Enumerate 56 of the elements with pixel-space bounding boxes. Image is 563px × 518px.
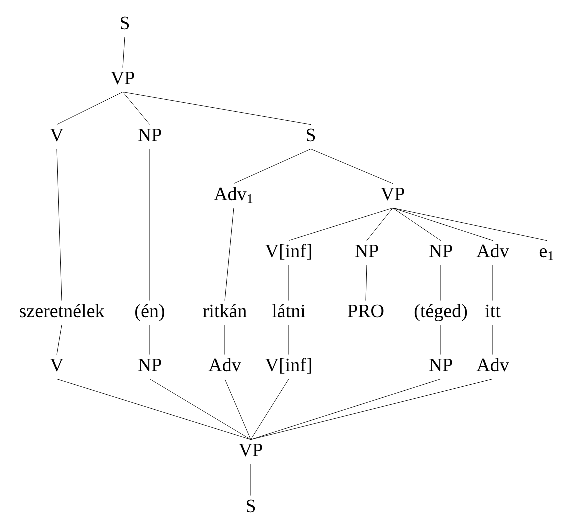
tree-branch — [224, 208, 234, 302]
tree-branch — [122, 92, 150, 126]
tree-label: ritkán — [203, 304, 247, 318]
tree-branch — [366, 264, 368, 302]
tree-branch — [122, 36, 126, 68]
tree-label: VP — [239, 444, 262, 457]
tree-branch — [492, 324, 494, 356]
tree-label: szeretnélek — [20, 304, 105, 318]
tree-label: NP — [429, 244, 452, 258]
tree-branch — [150, 378, 252, 440]
tree-branch — [440, 324, 442, 356]
tree-label: NP — [355, 244, 378, 258]
tree-label: NP — [429, 358, 452, 372]
tree-branch — [56, 148, 62, 302]
tree-branch — [224, 324, 226, 356]
tree-branch — [56, 324, 62, 356]
tree-branch — [392, 208, 442, 242]
tree-label: S — [307, 128, 316, 142]
tree-label: (én) — [136, 304, 164, 322]
tree-branch — [234, 148, 312, 184]
tree-label: Adv$_{1}$ — [214, 187, 253, 204]
tree-label: VP — [381, 188, 404, 201]
tree-label: V — [50, 128, 64, 142]
tree-branch — [310, 148, 394, 184]
tree-label: V — [50, 358, 64, 372]
tree-label: NP — [138, 358, 162, 372]
tree-branch — [250, 464, 252, 496]
tree-branch — [492, 264, 494, 302]
tree-branch — [288, 264, 290, 302]
tree-branch — [366, 208, 394, 242]
tree-branch — [250, 378, 290, 440]
tree-branch — [250, 378, 494, 440]
tree-branch — [392, 208, 548, 242]
tree-label: S — [247, 500, 256, 513]
tree-label: itt — [485, 304, 501, 318]
tree-label: NP — [138, 128, 162, 142]
tree-label: Adv — [208, 358, 242, 372]
tree-branch — [224, 378, 252, 440]
tree-label: Adv — [476, 358, 510, 372]
tree-label: V[inf] — [265, 358, 312, 374]
tree-label: látni — [272, 304, 306, 318]
tree-label: e$_{1}$ — [540, 248, 554, 260]
tree-branch — [288, 208, 394, 242]
tree-branch — [56, 92, 124, 126]
tree-branch — [250, 378, 442, 440]
tree-label: Adv — [476, 244, 510, 258]
tree-label: PRO — [348, 304, 384, 318]
tree-branch — [288, 324, 290, 356]
tree-label: VP — [111, 72, 134, 85]
tree-branch — [392, 208, 494, 242]
tree-label: S — [121, 16, 130, 30]
tree-label: V[inf] — [265, 244, 312, 260]
tree-branch — [122, 92, 312, 126]
tree-label: (téged) — [414, 304, 468, 322]
tree-branch — [440, 264, 442, 302]
tree-branch — [56, 378, 252, 440]
